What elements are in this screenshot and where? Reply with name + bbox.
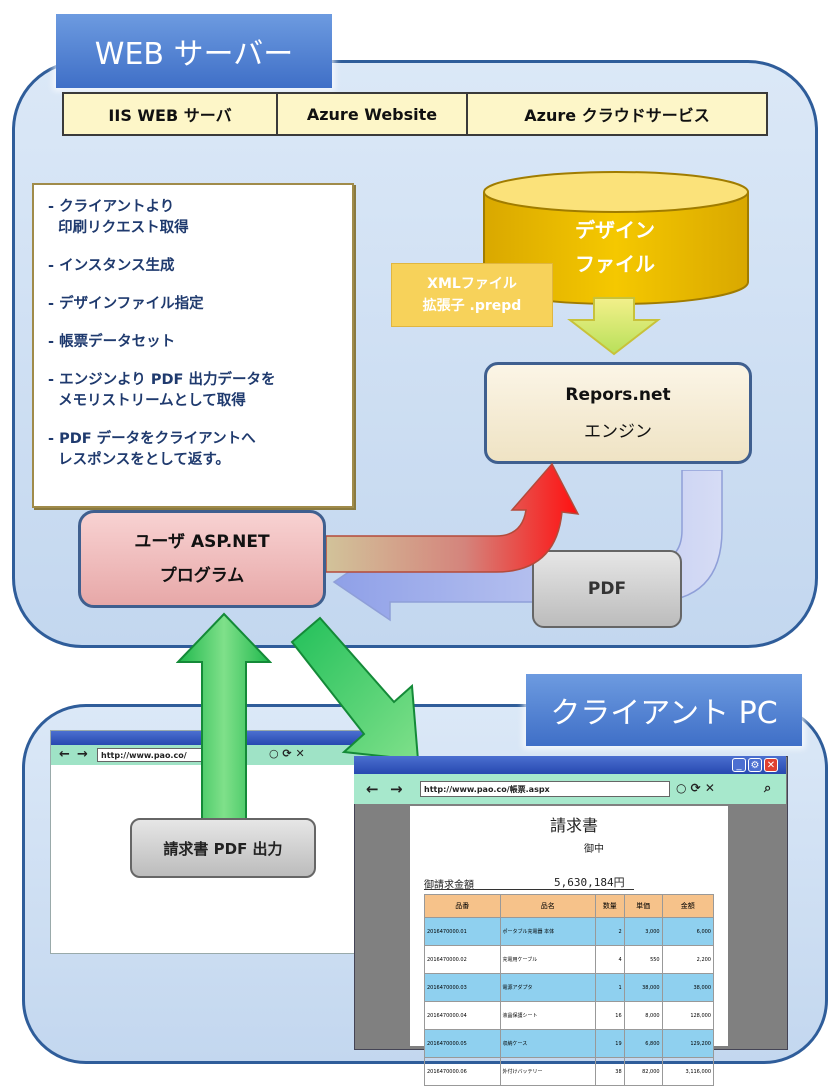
invoice-col-header: 品番 bbox=[424, 894, 501, 918]
table-cell: 2016470000.02 bbox=[424, 945, 501, 974]
table-cell: 2016470000.06 bbox=[424, 1057, 501, 1086]
step-item: - インスタンス生成 bbox=[48, 258, 175, 274]
host-iis-label: IIS WEB サーバ bbox=[108, 106, 232, 125]
table-cell: 2016470000.03 bbox=[424, 973, 501, 1002]
design-file-line1: デザイン bbox=[575, 218, 655, 242]
table-row: 2016470000.06 外付けバッテリー 38 82,000 3,116,0… bbox=[424, 1057, 715, 1086]
minimize-icon[interactable]: _ bbox=[732, 758, 746, 772]
pdf-box: PDF bbox=[532, 550, 682, 628]
table-cell: 38 bbox=[594, 1057, 625, 1086]
invoice-col-header: 単価 bbox=[623, 894, 663, 918]
design-to-engine-arrow bbox=[567, 297, 661, 356]
table-cell: 3,116,000 bbox=[661, 1057, 715, 1086]
close-icon[interactable]: ✕ bbox=[764, 758, 778, 772]
engine-box: Repors.net エンジン bbox=[484, 362, 752, 464]
engine-name: Repors.net bbox=[565, 384, 671, 405]
invoice-header-row: 品番 品名 数量 単価 金額 bbox=[424, 894, 715, 918]
host-iis: IIS WEB サーバ bbox=[64, 94, 278, 134]
table-cell: 1 bbox=[594, 973, 625, 1002]
pdf-label: PDF bbox=[587, 579, 627, 599]
user-program-line2: プログラム bbox=[159, 566, 245, 586]
search-icon[interactable]: ⌕ bbox=[764, 781, 772, 796]
host-azure-website: Azure Website bbox=[278, 94, 468, 134]
table-cell: 外付けバッテリー bbox=[499, 1057, 596, 1086]
invoice-customer: 御中 bbox=[584, 844, 604, 855]
xml-note-line2: 拡張子 .prepd bbox=[422, 298, 522, 314]
table-cell: 2016470000.01 bbox=[424, 917, 501, 946]
design-file-line2: ファイル bbox=[575, 252, 655, 276]
table-cell: 129,200 bbox=[661, 1029, 715, 1058]
table-cell: 2016470000.04 bbox=[424, 1001, 501, 1030]
front-browser-url[interactable]: http://www.pao.co/帳票.aspx bbox=[420, 781, 670, 797]
table-cell: 6,800 bbox=[623, 1029, 663, 1058]
table-row: 2016470000.03 電源アダプタ 1 38,000 38,000 bbox=[424, 973, 715, 1002]
client-pc-title-text: クライアント PC bbox=[550, 696, 778, 731]
table-cell: 充電用ケーブル bbox=[499, 945, 596, 974]
step-item: - PDF データをクライアントへ レスポンスをとして返す。 bbox=[48, 431, 256, 468]
table-cell: 6,000 bbox=[661, 917, 715, 946]
table-row: 2016470000.05 収納ケース 19 6,800 129,200 bbox=[424, 1029, 715, 1058]
invoice-col-header: 数量 bbox=[594, 894, 625, 918]
invoice-title: 請求書 bbox=[550, 816, 599, 835]
xml-note-line1: XMLファイル bbox=[427, 276, 517, 292]
invoice-total-value: 5,630,184円 bbox=[554, 876, 625, 889]
engine-label: エンジン bbox=[584, 421, 652, 442]
web-server-title: WEB サーバー bbox=[56, 14, 332, 88]
web-server-title-text: WEB サーバー bbox=[94, 37, 294, 72]
table-cell: 82,000 bbox=[623, 1057, 663, 1086]
table-cell: 2,200 bbox=[661, 945, 715, 974]
maximize-icon[interactable]: ⚙ bbox=[748, 758, 762, 772]
response-arrow-down bbox=[290, 616, 420, 762]
table-cell: 550 bbox=[623, 945, 663, 974]
table-cell: 2016470000.05 bbox=[424, 1029, 501, 1058]
table-cell: 4 bbox=[594, 945, 625, 974]
process-steps-box: - クライアントより 印刷リクエスト取得 - インスタンス生成 - デザインファ… bbox=[32, 183, 354, 508]
table-cell: 収納ケース bbox=[499, 1029, 596, 1058]
step-item: - クライアントより 印刷リクエスト取得 bbox=[48, 199, 189, 236]
table-cell: 液晶保護シート bbox=[499, 1001, 596, 1030]
invoice-total-underline bbox=[424, 889, 634, 890]
table-cell: 8,000 bbox=[623, 1001, 663, 1030]
table-cell: 38,000 bbox=[623, 973, 663, 1002]
table-row: 2016470000.01 ポータブル充電器 本体 2 3,000 6,000 bbox=[424, 917, 715, 946]
pdf-output-button-label: 請求書 PDF 出力 bbox=[163, 839, 283, 858]
table-row: 2016470000.02 充電用ケーブル 4 550 2,200 bbox=[424, 945, 715, 974]
front-browser-titlebar bbox=[354, 756, 786, 774]
pdf-output-button[interactable]: 請求書 PDF 出力 bbox=[130, 818, 316, 878]
table-cell: 3,000 bbox=[623, 917, 663, 946]
step-item: - エンジンより PDF 出力データを メモリストリームとして取得 bbox=[48, 372, 276, 409]
table-cell: 2 bbox=[594, 917, 625, 946]
invoice-table: 品番 品名 数量 単価 金額 2016470000.01 ポータブル充電器 本体… bbox=[424, 894, 715, 1086]
host-azure-cloud: Azure クラウドサービス bbox=[468, 94, 766, 134]
table-cell: 19 bbox=[594, 1029, 625, 1058]
design-file-label: デザイン ファイル bbox=[560, 212, 670, 282]
invoice-total-label: 御請求金額 bbox=[424, 880, 474, 891]
forward-arrow-icon[interactable]: → bbox=[77, 747, 88, 762]
xml-note: XMLファイル 拡張子 .prepd bbox=[391, 263, 553, 327]
step-item: - 帳票データセット bbox=[48, 334, 176, 350]
invoice-col-header: 金額 bbox=[661, 894, 715, 918]
user-program-box: ユーザ ASP.NET プログラム bbox=[78, 510, 326, 608]
host-azure-cloud-label: Azure クラウドサービス bbox=[524, 106, 710, 125]
table-cell: 128,000 bbox=[661, 1001, 715, 1030]
step-item: - デザインファイル指定 bbox=[48, 296, 204, 312]
server-host-row: IIS WEB サーバ Azure Website Azure クラウドサービス bbox=[62, 92, 768, 136]
table-row: 2016470000.04 液晶保護シート 16 8,000 128,000 bbox=[424, 1001, 715, 1030]
refresh-icon[interactable]: ○ ⟳ ✕ bbox=[269, 747, 305, 760]
table-cell: ポータブル充電器 本体 bbox=[499, 917, 596, 946]
request-arrow-up bbox=[176, 612, 272, 835]
invoice-col-header: 品名 bbox=[499, 894, 596, 918]
program-to-engine-arrow bbox=[326, 462, 580, 573]
table-cell: 16 bbox=[594, 1001, 625, 1030]
host-azure-website-label: Azure Website bbox=[306, 104, 438, 124]
table-cell: 電源アダプタ bbox=[499, 973, 596, 1002]
back-arrow-icon[interactable]: ← bbox=[59, 747, 70, 762]
refresh-icon[interactable]: ○ ⟳ ✕ bbox=[676, 781, 715, 795]
table-cell: 38,000 bbox=[661, 973, 715, 1002]
forward-arrow-icon[interactable]: → bbox=[390, 780, 403, 798]
back-arrow-icon[interactable]: ← bbox=[366, 780, 379, 798]
client-pc-title: クライアント PC bbox=[526, 674, 802, 746]
user-program-line1: ユーザ ASP.NET bbox=[134, 532, 270, 552]
